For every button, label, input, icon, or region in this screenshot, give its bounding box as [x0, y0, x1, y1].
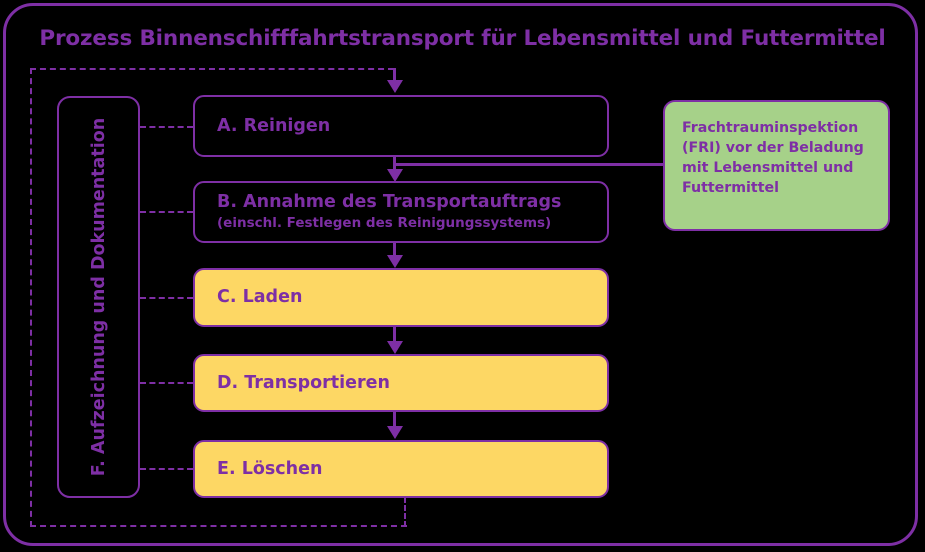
flow-arrow-d-to-e-line	[393, 412, 396, 428]
entry-arrow-head	[386, 80, 403, 93]
doc-link-to-d	[140, 382, 193, 384]
page-title: Prozess Binnenschifffahrtstransport für …	[39, 26, 886, 51]
feedback-loop-bottom-segment	[30, 525, 407, 527]
documentation-label: F. Aufzeichnung und Dokumentation	[88, 117, 109, 477]
doc-link-to-b	[140, 211, 193, 213]
flow-arrow-b-to-c-head	[386, 255, 403, 268]
feedback-loop-riser-from-e	[404, 497, 406, 527]
flow-arrow-d-to-e-head	[386, 426, 403, 439]
note-connector-line	[394, 163, 663, 166]
feedback-loop-top-segment	[30, 68, 394, 70]
inspection-note-line-1: Frachtrauminspektion	[682, 120, 859, 136]
doc-link-to-a	[140, 126, 193, 128]
inspection-note-line-4: Futtermittel	[682, 180, 779, 197]
step-b-label: B. Annahme des Transportauftrags	[217, 191, 562, 212]
flow-arrow-a-to-b-head	[386, 169, 403, 182]
step-a-label: A. Reinigen	[217, 115, 331, 136]
flow-arrow-c-to-d-head	[386, 341, 403, 354]
step-d-label: D. Transportieren	[217, 372, 390, 393]
entry-arrow-line	[393, 68, 396, 82]
flow-arrow-c-to-d-line	[393, 327, 396, 343]
step-e-label: E. Löschen	[217, 458, 323, 479]
doc-link-to-e	[140, 468, 193, 470]
inspection-note[interactable]: Frachtrauminspektion (FRI) vor der Belad…	[663, 100, 890, 231]
step-box-d[interactable]: D. Transportieren	[193, 354, 609, 412]
feedback-loop-left-segment	[30, 68, 32, 527]
inspection-note-line-3: mit Lebensmittel und	[682, 160, 854, 177]
inspection-note-line-2: (FRI) vor der Beladung	[682, 140, 864, 157]
step-c-label: C. Laden	[217, 287, 303, 308]
step-box-b[interactable]: B. Annahme des Transportauftrags (einsch…	[193, 181, 609, 243]
flow-arrow-b-to-c-line	[393, 243, 396, 257]
step-box-c[interactable]: C. Laden	[193, 268, 609, 327]
step-box-a[interactable]: A. Reinigen	[193, 95, 609, 157]
step-b-sublabel: (einschl. Festlegen des Reinigungssystem…	[217, 215, 552, 232]
step-box-e[interactable]: E. Löschen	[193, 440, 609, 498]
doc-link-to-c	[140, 297, 193, 299]
documentation-box[interactable]: F. Aufzeichnung und Dokumentation	[57, 96, 140, 498]
